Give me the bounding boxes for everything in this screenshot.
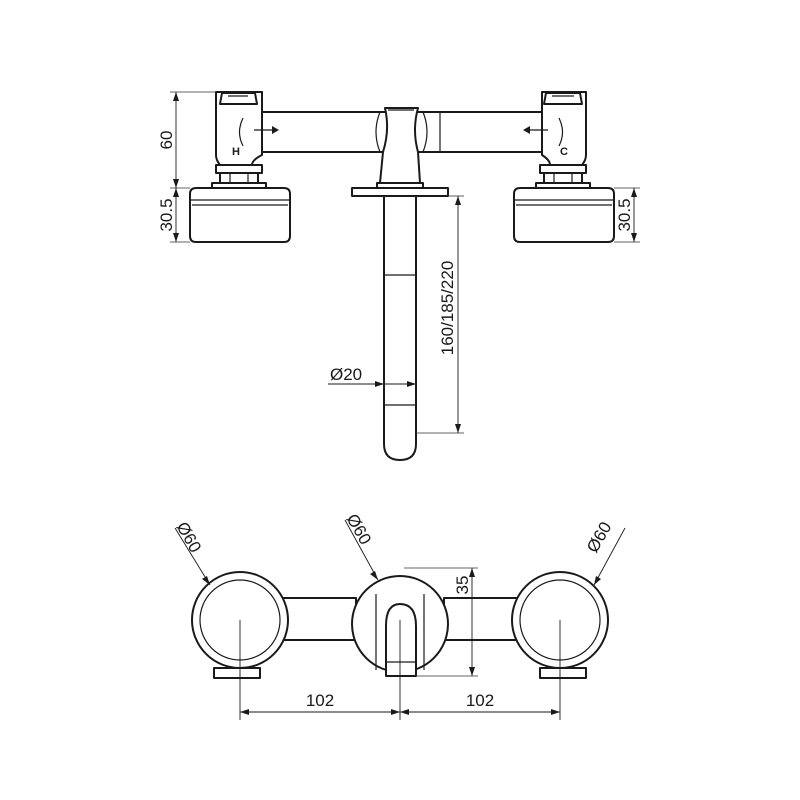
dim-arrow — [594, 576, 601, 585]
dim-arrow — [631, 188, 637, 197]
dim-arrow — [455, 424, 461, 433]
left-flange — [189, 187, 291, 243]
flange-diameter-center-label: Ø60 — [343, 511, 376, 548]
spacing-right-label: 102 — [466, 691, 494, 710]
spout — [383, 195, 417, 461]
flange-diameter-left-label: Ø60 — [173, 519, 206, 556]
dim-arrow — [173, 179, 179, 188]
flange-depth-right-label: 30.5 — [615, 198, 634, 231]
spout-base-plate — [351, 187, 449, 197]
dim-arrow — [240, 709, 249, 715]
dim-arrow — [370, 571, 378, 580]
dim-arrow — [469, 568, 475, 577]
hub-left-curve — [375, 111, 381, 153]
right-flange — [513, 187, 615, 243]
right-lever-cap — [543, 92, 583, 105]
dim-arrow — [173, 92, 179, 101]
spout-length-label: 160/185/220 — [438, 261, 457, 356]
spout-outlet — [385, 603, 417, 677]
hot-mark: H — [232, 146, 240, 158]
spout-diameter-label: Ø20 — [330, 365, 362, 384]
spout-height-label: 35 — [453, 576, 472, 595]
spacing-left-label: 102 — [306, 691, 334, 710]
right-flow-arrow — [523, 126, 530, 134]
center-rosette-lines — [375, 594, 425, 670]
right-nut — [543, 172, 583, 184]
dim-arrow — [173, 188, 179, 197]
cold-mark: C — [560, 146, 568, 158]
left-lever-cap — [219, 92, 258, 105]
left-nut — [219, 172, 259, 184]
right-nut-top — [539, 164, 587, 174]
dim-arrow — [391, 709, 400, 715]
leader-right — [593, 527, 626, 586]
flange-diameter-right-label: Ø60 — [583, 519, 616, 556]
flange-depth-left-label: 30.5 — [157, 198, 176, 231]
dim-arrow — [173, 233, 179, 242]
dim-arrow — [551, 709, 560, 715]
hub-right-curve — [422, 111, 428, 153]
leader-center — [344, 519, 379, 581]
dim-arrow — [400, 709, 409, 715]
dim-arrow — [375, 381, 384, 387]
leader-left — [174, 527, 211, 586]
side-view: H C — [189, 91, 615, 461]
dim-arrow — [469, 667, 475, 676]
left-flow-arrow — [272, 126, 279, 134]
right-valve-foot — [539, 667, 587, 679]
left-valve-foot — [213, 667, 261, 679]
dim-arrow — [455, 196, 461, 205]
dim-arrow — [407, 381, 416, 387]
right-valve-curve — [558, 117, 564, 147]
left-nut-top — [215, 164, 263, 174]
side-view-dimensions: 60 30.5 30.5 160/185/220 Ø20 — [157, 91, 640, 434]
lever-height-label: 60 — [157, 131, 176, 150]
left-valve-curve — [238, 117, 244, 147]
dim-arrow — [631, 233, 637, 242]
dim-arrow — [202, 576, 210, 585]
central-hub — [379, 107, 421, 184]
